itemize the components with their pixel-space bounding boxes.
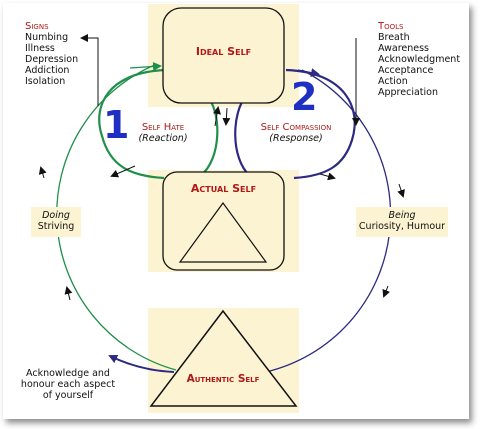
loop-arrowhead-left (110, 165, 136, 178)
signs-item: Isolation (25, 76, 66, 87)
signs-item: Addiction (25, 65, 70, 76)
signs-item: Illness (25, 43, 55, 54)
tools-heading: Tools (378, 21, 404, 32)
being-line2: Curiosity, Humour (358, 221, 446, 232)
signs-arrow (80, 34, 99, 106)
tools-item: Breath (378, 32, 410, 43)
tools-item: Awareness (378, 43, 430, 54)
acknowledge-line1: Acknowledge and (26, 368, 110, 379)
tools-item: Acknowledgment (378, 54, 461, 65)
signs-item: Depression (25, 54, 79, 65)
self-hate-loop-right (199, 94, 219, 177)
self-hate-label: Self Hate (Reaction) (128, 122, 198, 144)
navy-arrowhead-top (297, 68, 320, 78)
tools-item: Acceptance (378, 65, 434, 76)
actual-self-title: Actual Self (190, 182, 257, 195)
doing-line1: Doing (42, 210, 70, 221)
tools-item: Action (378, 76, 408, 87)
self-compassion-title: Self Compassion (260, 122, 332, 133)
doing-box (31, 207, 81, 237)
being-label: Being Curiosity, Humour (356, 210, 448, 232)
signs-heading: Signs (25, 21, 49, 32)
self-compassion-loop-right (285, 68, 356, 180)
signs-list: Signs Numbing Illness Depression Addicti… (25, 21, 78, 87)
outer-arrowhead-right-top (397, 183, 405, 198)
outer-arrowhead-right-bottom (382, 285, 390, 298)
acknowledge-line3: of yourself (42, 390, 94, 401)
ideal-self-box (162, 7, 285, 104)
compassion-arrowhead (222, 107, 231, 126)
self-hate-title: Self Hate (141, 122, 185, 133)
signs-item: Numbing (25, 32, 69, 43)
doing-label: Doing Striving (31, 210, 81, 232)
doing-line2: Striving (37, 221, 75, 232)
number-one: 1 (103, 103, 130, 147)
hate-arrowhead (213, 106, 221, 127)
green-arrowhead-top (129, 61, 162, 71)
outer-arrowhead-left-top (38, 166, 47, 179)
tools-item: Appreciation (378, 87, 438, 98)
self-compassion-sub: (Response) (269, 133, 323, 144)
authentic-self-title: Authentic Self (186, 373, 260, 385)
loop-arrowhead-right (319, 172, 336, 181)
acknowledge-line2: honour each aspect (20, 379, 116, 390)
acknowledge-label: Acknowledge and honour each aspect of yo… (10, 368, 126, 401)
number-two: 2 (291, 75, 318, 119)
authentic-exit-arrow (108, 354, 175, 373)
self-compassion-label: Self Compassion (Response) (248, 122, 344, 144)
actual-self-triangle (178, 201, 268, 263)
self-hate-loop-left (98, 68, 167, 180)
outer-arrowhead-left-bottom (64, 286, 73, 301)
ideal-self-title: Ideal Self (195, 45, 252, 58)
self-hate-sub: (Reaction) (138, 133, 188, 144)
being-box (356, 207, 448, 237)
authentic-self-triangle (149, 309, 298, 407)
tools-list: Tools Breath Awareness Acknowledgment Ac… (378, 21, 460, 98)
being-line1: Being (388, 210, 416, 221)
